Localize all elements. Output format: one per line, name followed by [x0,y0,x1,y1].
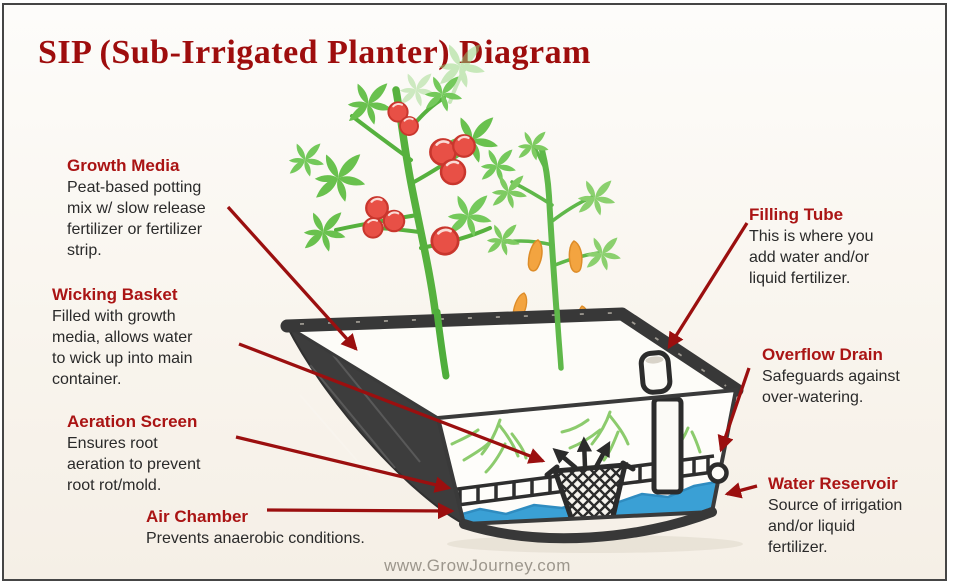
label-growth-media-line-2: mix w/ slow release [67,200,206,217]
label-water-reservoir-line-3: fertilizer. [768,539,828,556]
label-air-chamber: Air Chamber Prevents anaerobic condition… [146,507,365,549]
label-aeration-screen-heading: Aeration Screen [67,412,198,431]
label-filling-tube-line-2: add water and/or [749,249,870,266]
label-overflow-drain-heading: Overflow Drain [762,345,883,364]
label-filling-tube-line-1: This is where you [749,228,874,245]
label-growth-media-line-4: strip. [67,242,102,259]
label-water-reservoir-heading: Water Reservoir [768,474,898,493]
label-wicking-basket-heading: Wicking Basket [52,285,178,304]
label-wicking-basket-line-4: container. [52,371,122,388]
label-overflow-drain-line-2: over-watering. [762,389,864,406]
label-filling-tube-line-3: liquid fertilizer. [749,270,851,287]
label-wicking-basket: Wicking Basket Filled with growth media,… [52,285,193,390]
label-overflow-drain: Overflow Drain Safeguards against over-w… [762,345,900,408]
label-growth-media-heading: Growth Media [67,156,180,175]
label-filling-tube-heading: Filling Tube [749,205,844,224]
label-filling-tube: Filling Tube This is where you add water… [749,205,874,289]
label-air-chamber-line-1: Prevents anaerobic conditions. [146,530,365,547]
website-credit: www.GrowJourney.com [384,556,571,575]
label-wicking-basket-line-2: media, allows water [52,329,193,346]
label-overflow-drain-line-1: Safeguards against [762,368,900,385]
label-aeration-screen: Aeration Screen Ensures root aeration to… [67,412,200,496]
label-growth-media-line-3: fertilizer or fertilizer [67,221,203,238]
label-aeration-screen-line-2: aeration to prevent [67,456,201,473]
label-aeration-screen-line-1: Ensures root [67,435,158,452]
label-air-chamber-heading: Air Chamber [146,507,249,526]
label-wicking-basket-line-1: Filled with growth [52,308,176,325]
label-water-reservoir-line-1: Source of irrigation [768,497,903,514]
label-wicking-basket-line-3: to wick up into main [52,350,193,367]
label-aeration-screen-line-3: root rot/mold. [67,477,162,494]
label-growth-media: Growth Media Peat-based potting mix w/ s… [67,156,206,261]
label-growth-media-line-1: Peat-based potting [67,179,202,196]
page-title: SIP (Sub-Irrigated Planter) Diagram [38,34,591,71]
label-water-reservoir-line-2: and/or liquid [768,518,856,535]
label-water-reservoir: Water Reservoir Source of irrigation and… [768,474,902,558]
